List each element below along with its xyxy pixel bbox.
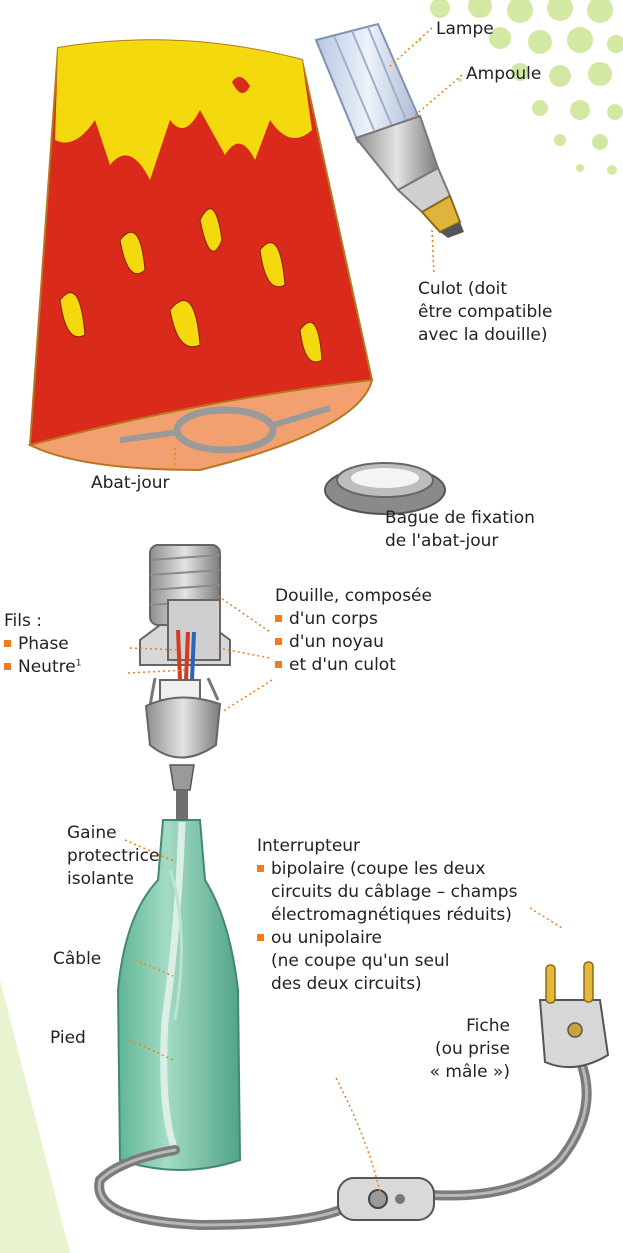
fils-item-phase: Phase (4, 633, 81, 656)
douille-item-noyau: d'un noyau (275, 631, 432, 654)
plug-drawing (540, 962, 608, 1067)
label-fiche-line-1: Fiche (412, 1015, 510, 1038)
label-gaine-line-3: isolante (67, 868, 159, 891)
label-gaine: Gaine protectrice isolante (67, 822, 159, 891)
fils-item-phase-text: Phase (18, 634, 69, 654)
interrupteur-item-unipolaire: ou unipolaire (ne coupe qu'un seul des d… (257, 927, 517, 996)
label-interrupteur: Interrupteur bipolaire (coupe les deux c… (257, 835, 517, 996)
bipolaire-line-2: circuits du câblage – champs (271, 881, 517, 904)
label-fils: Fils : Phase Neutre1 (4, 610, 81, 679)
unipolaire-line-2: (ne coupe qu'un seul (271, 950, 517, 973)
douille-item-culot: et d'un culot (275, 654, 432, 677)
interrupteur-title: Interrupteur (257, 835, 517, 858)
label-culot-line-2: être compatible (418, 301, 552, 324)
fils-item-neutre-text: Neutre (18, 657, 76, 677)
label-culot: Culot (doit être compatible avec la doui… (418, 278, 552, 347)
interrupteur-item-bipolaire: bipolaire (coupe les deux circuits du câ… (257, 858, 517, 927)
bulb-drawing (316, 24, 464, 238)
fils-item-neutre: Neutre1 (4, 656, 81, 679)
label-fiche-line-2: (ou prise (412, 1038, 510, 1061)
label-abat-jour: Abat-jour (91, 472, 170, 495)
label-cable: Câble (53, 948, 101, 971)
label-culot-line-3: avec la douille) (418, 324, 552, 347)
lampshade-drawing (30, 40, 372, 470)
douille-item-corps: d'un corps (275, 608, 432, 631)
footnote-marker: 1 (76, 658, 82, 668)
label-culot-line-1: Culot (doit (418, 278, 552, 301)
socket-drawing (140, 545, 230, 820)
label-bague-line-1: Bague de fixation (385, 507, 535, 530)
label-gaine-line-2: protectrice (67, 845, 159, 868)
switch-drawing (338, 1178, 434, 1220)
bipolaire-line-3: électromagnétiques réduits) (271, 904, 517, 927)
label-douille: Douille, composée d'un corps d'un noyau … (275, 585, 432, 677)
label-gaine-line-1: Gaine (67, 822, 159, 845)
label-lampe: Lampe (436, 18, 494, 41)
label-fiche: Fiche (ou prise « mâle ») (412, 1015, 510, 1084)
bipolaire-line-1: bipolaire (coupe les deux (271, 858, 517, 881)
label-ampoule: Ampoule (466, 63, 541, 86)
douille-title: Douille, composée (275, 585, 432, 608)
label-bague: Bague de fixation de l'abat-jour (385, 507, 535, 553)
label-pied: Pied (50, 1027, 86, 1050)
label-bague-line-2: de l'abat-jour (385, 530, 535, 553)
unipolaire-line-1: ou unipolaire (271, 927, 517, 950)
label-fiche-line-3: « mâle ») (412, 1061, 510, 1084)
unipolaire-line-3: des deux circuits) (271, 973, 517, 996)
fils-title: Fils : (4, 610, 81, 633)
decorative-corner (0, 980, 70, 1253)
